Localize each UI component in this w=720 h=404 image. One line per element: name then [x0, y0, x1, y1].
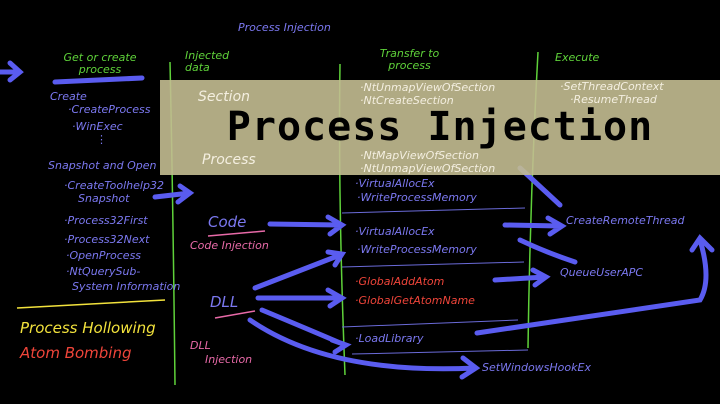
- list-item: ·CreateToolhelp32: [64, 179, 164, 192]
- execute-create-remote-thread: CreateRemoteThread: [566, 214, 685, 227]
- arrow-dll-to-load: [259, 307, 352, 355]
- arrow-dll-to-hook: [247, 317, 481, 380]
- column-header-transfer: Transfer to process: [379, 47, 440, 72]
- create-heading: Create: [50, 90, 87, 103]
- dll-injection-label: Injection: [205, 353, 253, 366]
- list-item: ·NtMapViewOfSection: [360, 149, 479, 162]
- dll-underline: [214, 310, 256, 319]
- arrow-atom-to-apc: [492, 267, 551, 288]
- code-underline: [207, 230, 266, 237]
- column-header-injected-data: Injected data: [185, 49, 230, 74]
- execute-set-windows-hook: SetWindowsHookEx: [482, 361, 591, 374]
- injected-section: Section: [198, 89, 251, 105]
- injected-dll: DLL: [210, 293, 239, 311]
- execute-resume-thread: ·ResumeThread: [570, 93, 657, 106]
- list-item: ·VirtualAllocEx: [355, 225, 435, 238]
- list-item: ·NtUnmapViewOfSection: [360, 81, 496, 94]
- code-injection-label: Code Injection: [190, 239, 269, 252]
- list-item: ·OpenProcess: [66, 249, 142, 262]
- list-item: ·GlobalGetAtomName: [355, 294, 475, 307]
- list-item: ·NtUnmapViewOfSection: [360, 162, 496, 175]
- list-item: ·CreateProcess: [68, 103, 151, 116]
- arrow-dll-to-atom: [255, 287, 347, 309]
- list-item: ·VirtualAllocEx: [355, 177, 435, 190]
- overlay-title: Process Injection: [226, 104, 654, 150]
- list-item: ·WriteProcessMemory: [357, 191, 477, 204]
- technique-process-hollowing: Process Hollowing: [20, 319, 156, 337]
- list-item: ·LoadLibrary: [355, 332, 424, 345]
- injected-process: Process: [202, 152, 256, 168]
- arrow-loadlib-to-crt: [474, 234, 715, 336]
- arrow-write-to-apc: [517, 237, 578, 265]
- hollowing-divider: [16, 299, 166, 309]
- arrow-code-to-transfer: [267, 214, 347, 237]
- snapshot-heading: Snapshot and Open: [48, 159, 157, 172]
- column-header-get-or-create: Get or create process: [63, 51, 137, 76]
- list-item: Snapshot: [78, 192, 130, 205]
- dll-injection-label: DLL: [190, 339, 211, 352]
- list-ellipsis: ⋮: [96, 133, 107, 146]
- column-header-execute: Execute: [555, 51, 600, 64]
- execute-queue-user-apc: QueueUserAPC: [560, 266, 644, 279]
- list-item: ·NtCreateSection: [360, 94, 454, 107]
- execute-set-thread-context: ·SetThreadContext: [560, 80, 664, 93]
- list-item: ·GlobalAddAtom: [355, 275, 445, 288]
- list-item: ·Process32Next: [64, 233, 150, 246]
- technique-atom-bombing: Atom Bombing: [20, 344, 132, 362]
- list-item: ·WinExec: [72, 120, 123, 133]
- list-item: ·Process32First: [64, 214, 148, 227]
- list-item: System Information: [72, 280, 181, 293]
- heading-underline: [52, 75, 145, 85]
- arrow-dll-to-code: [252, 249, 347, 291]
- injected-code: Code: [208, 213, 247, 231]
- arrow-snapshot-to-injected: [152, 183, 195, 205]
- arrow-virtualalloc-to-crt: [502, 215, 567, 237]
- list-item: ·NtQuerySub-: [66, 265, 141, 278]
- list-item: ·WriteProcessMemory: [357, 243, 477, 256]
- title-overlay-band: [160, 80, 720, 175]
- entry-arrow: [0, 60, 24, 83]
- board-title: Process Injection: [238, 21, 331, 34]
